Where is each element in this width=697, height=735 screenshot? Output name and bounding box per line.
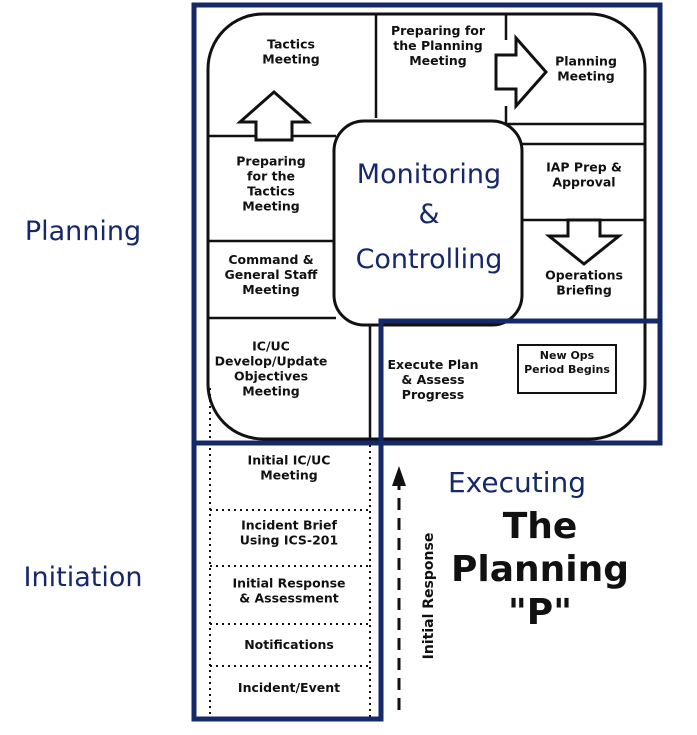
- initial-response-assessment-label: Initial Response& Assessment: [232, 576, 345, 606]
- initial-response-label: Initial Response: [421, 533, 437, 660]
- up-arrowhead-icon: [392, 466, 406, 486]
- center-label-line: Controlling: [356, 244, 503, 275]
- right-arrow-icon: [494, 34, 549, 110]
- incident-event-label: Incident/Event: [238, 680, 340, 695]
- up-arrow-icon: [236, 89, 312, 142]
- executing-phase-label: Executing: [448, 466, 586, 499]
- planning-phase-label: Planning: [25, 216, 141, 247]
- center-label-line: &: [418, 199, 439, 230]
- planning-cycle-outline: [206, 12, 647, 441]
- iap-prep-approval-label: IAP Prep &Approval: [546, 160, 622, 190]
- initiation-phase-label: Initiation: [24, 562, 143, 593]
- executing-phase-border: [378, 318, 663, 446]
- notifications-label: Notifications: [244, 637, 334, 652]
- center-label-line: Monitoring: [357, 159, 501, 190]
- monitoring-controlling-box: [332, 119, 524, 327]
- title-line: The: [503, 506, 578, 547]
- initiation-phase-border: [191, 440, 384, 722]
- title-line: Planning: [451, 549, 629, 590]
- down-arrow-icon: [544, 218, 624, 266]
- title-line: "P": [508, 592, 572, 633]
- new-ops-period-box: [517, 344, 617, 394]
